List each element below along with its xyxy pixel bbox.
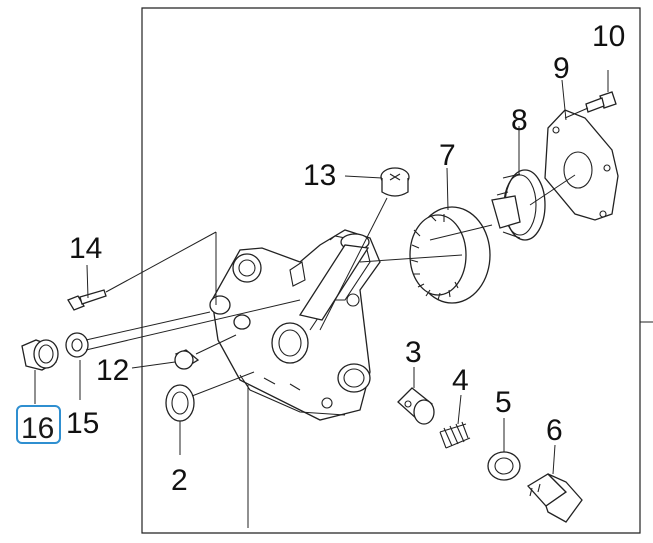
part-15-washer[interactable] [65, 332, 89, 358]
part-16-drain-plug-highlighted[interactable] [21, 339, 59, 371]
part-3-relief-valve-piston[interactable] [397, 387, 435, 425]
callout-16: 16 [21, 412, 54, 445]
part-4-spring[interactable] [439, 421, 471, 449]
callout-2: 2 [171, 464, 188, 497]
part-2-seal-ring[interactable] [165, 384, 195, 422]
part-13-plug[interactable] [380, 167, 410, 197]
part-8-drive-gear[interactable] [491, 169, 546, 241]
callout-16-highlight-box [16, 405, 61, 444]
part-9-cover-plate[interactable] [544, 109, 619, 221]
part-12-sleeve[interactable] [174, 349, 200, 370]
callout-5: 5 [495, 386, 512, 419]
callout-13: 13 [303, 159, 336, 192]
part-6-plug-bolt[interactable] [526, 473, 583, 523]
callout-14: 14 [69, 232, 102, 265]
part-10-bolt[interactable] [564, 91, 617, 119]
leader-lines [34, 70, 609, 528]
callout-12: 12 [96, 354, 129, 387]
part-7-outer-rotor[interactable] [409, 206, 491, 304]
callout-6: 6 [546, 414, 563, 447]
callout-9: 9 [553, 52, 570, 85]
callout-7: 7 [439, 139, 456, 172]
callout-10: 10 [592, 20, 625, 53]
callout-3: 3 [405, 336, 422, 369]
diagram-frame [141, 7, 641, 534]
oil-pump-housing [209, 229, 381, 421]
callout-8: 8 [511, 104, 528, 137]
callout-4: 4 [452, 364, 469, 397]
part-5-washer[interactable] [487, 451, 521, 481]
callout-15: 15 [66, 407, 99, 440]
part-14-bolt[interactable] [67, 289, 107, 311]
